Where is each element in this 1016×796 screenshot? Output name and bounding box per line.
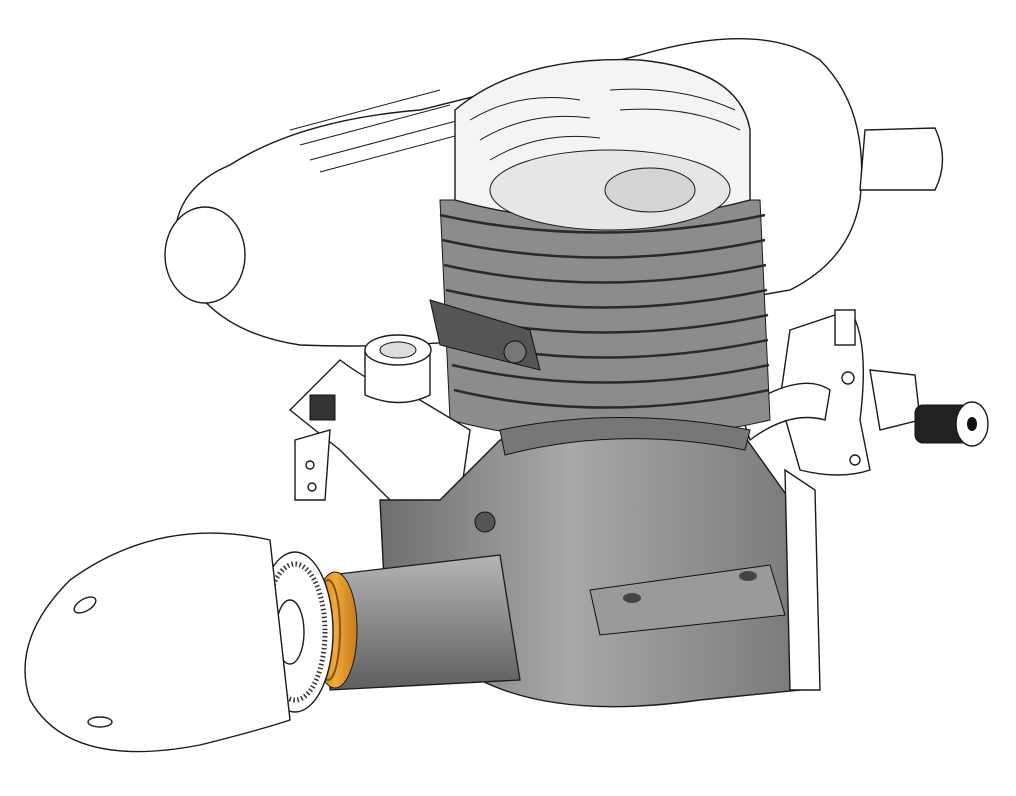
spinner — [24, 532, 291, 753]
carburetor — [288, 334, 471, 511]
front-housing — [329, 554, 521, 691]
needle-valve — [869, 369, 989, 447]
cylinder-fins — [429, 199, 771, 441]
cylinder-head — [454, 58, 751, 231]
